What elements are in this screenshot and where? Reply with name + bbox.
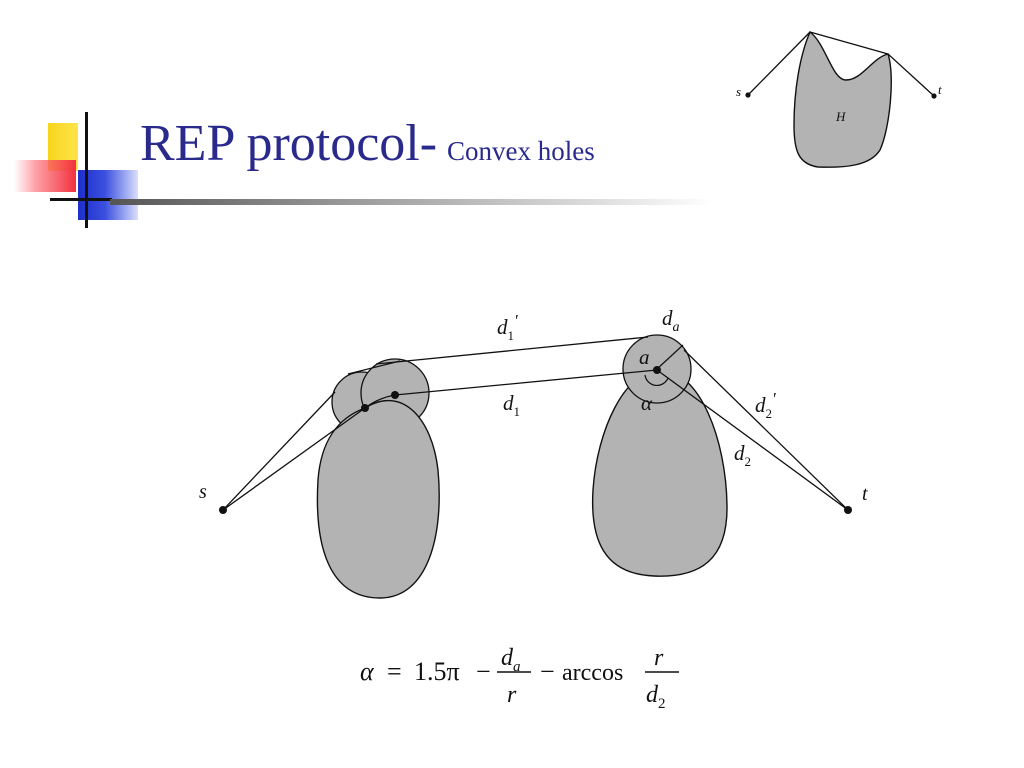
label-d1-prime-mark: ' (514, 311, 518, 330)
formula-const: 1.5π (414, 657, 460, 686)
right-hole-shape (591, 369, 728, 577)
formula-minus-2: − (540, 657, 555, 686)
title-subtitle: Convex holes (447, 136, 595, 166)
label-d-alpha-sub: a (673, 320, 680, 335)
label-d1-prime-sub: 1 (508, 328, 515, 343)
formula-frac2-num: r (654, 645, 664, 671)
formula-frac1-num-sub: a (513, 659, 521, 675)
label-t: t (862, 483, 868, 505)
formula-frac2-den-sub: 2 (658, 696, 666, 712)
line-d1-prime (375, 336, 649, 365)
label-d1-sub: 1 (514, 404, 521, 419)
point-t (844, 506, 852, 514)
line-d2-prime (683, 349, 849, 511)
inset-label-t: t (938, 82, 942, 97)
inset-line-hole-to-t (887, 53, 935, 97)
point-s (219, 506, 227, 514)
label-d2-prime: d2' (755, 389, 776, 421)
label-d1: d1 (503, 391, 520, 419)
left-hole-shape (316, 399, 440, 599)
logo-square-blue (78, 170, 138, 220)
label-d2-prime-sub: 2 (766, 406, 773, 421)
label-alpha: α (641, 391, 653, 415)
title-main: REP protocol- (140, 115, 438, 172)
label-d2-prime-base: d (755, 393, 766, 417)
label-d1-prime: d1' (497, 311, 518, 343)
line-s-to-left-tangent-lower (222, 407, 366, 511)
line-d2 (656, 369, 849, 511)
label-d2-sub: 2 (745, 454, 752, 469)
formula-minus-1: − (476, 657, 491, 686)
title-underline (110, 199, 714, 205)
inset-line-s-to-hole (747, 31, 811, 96)
label-d2-prime-mark: ' (772, 389, 776, 408)
label-d1-prime-base: d (497, 315, 508, 339)
logo-square-red (14, 160, 76, 192)
right-hole-radius (656, 344, 684, 370)
point-right-circle-center (653, 366, 661, 374)
label-d2: d2 (734, 441, 751, 469)
inset-line-across-hole (809, 31, 889, 55)
line-left-circle-top (347, 360, 401, 375)
logo-vertical-line (85, 112, 88, 228)
label-d2-base: d (734, 441, 745, 465)
inset-hole-shape (793, 30, 892, 168)
formula-frac1-den: r (507, 682, 517, 708)
formula-func: arccos (562, 660, 623, 686)
alpha-angle-arc (644, 374, 669, 387)
label-d-alpha: da (662, 306, 680, 335)
label-a: a (639, 345, 650, 369)
point-left-tangent (361, 404, 369, 412)
label-d-alpha-base: d (662, 306, 673, 330)
label-d1-base: d (503, 391, 514, 415)
formula-lhs: α (360, 657, 375, 686)
inset-point-t (931, 93, 937, 99)
logo-horizontal-line (50, 198, 112, 201)
inset-label-s: s (736, 84, 741, 99)
formula-frac1-num-base: d (501, 645, 514, 671)
formula-eq: = (387, 657, 402, 686)
slide-title: REP protocol- Convex holes (140, 114, 595, 173)
point-left-circle-center (391, 391, 399, 399)
line-s-to-left-tangent-upper (222, 391, 336, 511)
formula-frac1-num: da (501, 645, 521, 675)
inset-point-s (745, 92, 751, 98)
label-s: s (199, 481, 207, 503)
line-d1 (394, 369, 658, 396)
formula-frac2-den-base: d (646, 682, 659, 708)
inset-label-hole: H (835, 109, 846, 124)
formula-frac2-den: d2 (646, 682, 666, 712)
